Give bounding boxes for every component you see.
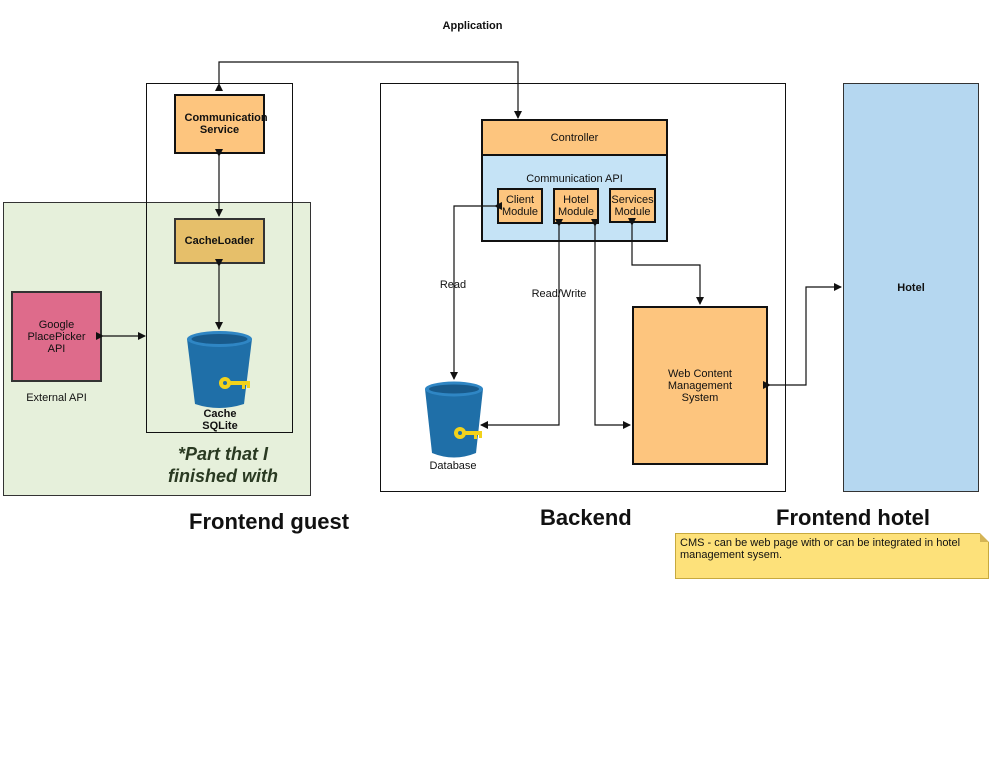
- cache-loader-label: CacheLoader: [184, 235, 255, 247]
- edge-hotel-database: [480, 219, 563, 429]
- google-placepicker-label: Google PlacePicker API: [27, 318, 86, 355]
- edge-hotel-cms: [591, 219, 631, 429]
- cms-sticky-note: CMS - can be web page with or can be int…: [675, 533, 989, 579]
- cache-sqlite-label: Cache SQLite: [202, 408, 238, 432]
- client-module-label: Client Module: [501, 194, 539, 218]
- controller-node[interactable]: Controller: [481, 119, 668, 156]
- services-module-label: Services Module: [611, 193, 654, 218]
- hotel-module-node[interactable]: Hotel Module: [553, 188, 599, 224]
- frontend-hotel-title: Frontend hotel: [776, 505, 930, 530]
- cms-node[interactable]: Web Content Management System: [632, 306, 768, 465]
- part-finished-note: *Part that I finished with: [168, 444, 278, 486]
- edge-cms-hotel: [763, 283, 842, 389]
- key-icon: [454, 427, 482, 439]
- database-label: Database: [429, 460, 477, 472]
- google-placepicker-node[interactable]: Google PlacePicker API: [11, 291, 102, 382]
- cache-bucket-icon: [187, 331, 252, 408]
- edge-client-database: [450, 202, 502, 380]
- backend-title: Backend: [540, 505, 632, 530]
- cms-label: Web Content Management System: [667, 367, 733, 404]
- edge-services-cms: [628, 218, 704, 305]
- external-api-label: External API: [26, 392, 87, 404]
- hotel-module-label: Hotel Module: [557, 194, 595, 218]
- note-fold: [980, 533, 989, 542]
- controller-label: Controller: [550, 131, 599, 144]
- communication-api-label: Communication API: [526, 173, 623, 185]
- frontend-guest-title: Frontend guest: [189, 509, 350, 534]
- client-module-node[interactable]: Client Module: [497, 188, 543, 224]
- hotel-node[interactable]: Hotel: [843, 83, 979, 492]
- hotel-label: Hotel: [897, 281, 925, 294]
- cms-note-text: CMS - can be web page with or can be int…: [680, 537, 961, 561]
- diagram-title: Application: [442, 20, 503, 32]
- key-icon: [219, 377, 250, 389]
- database-bucket-icon: [425, 381, 483, 458]
- edge-service-controller: [215, 61, 522, 119]
